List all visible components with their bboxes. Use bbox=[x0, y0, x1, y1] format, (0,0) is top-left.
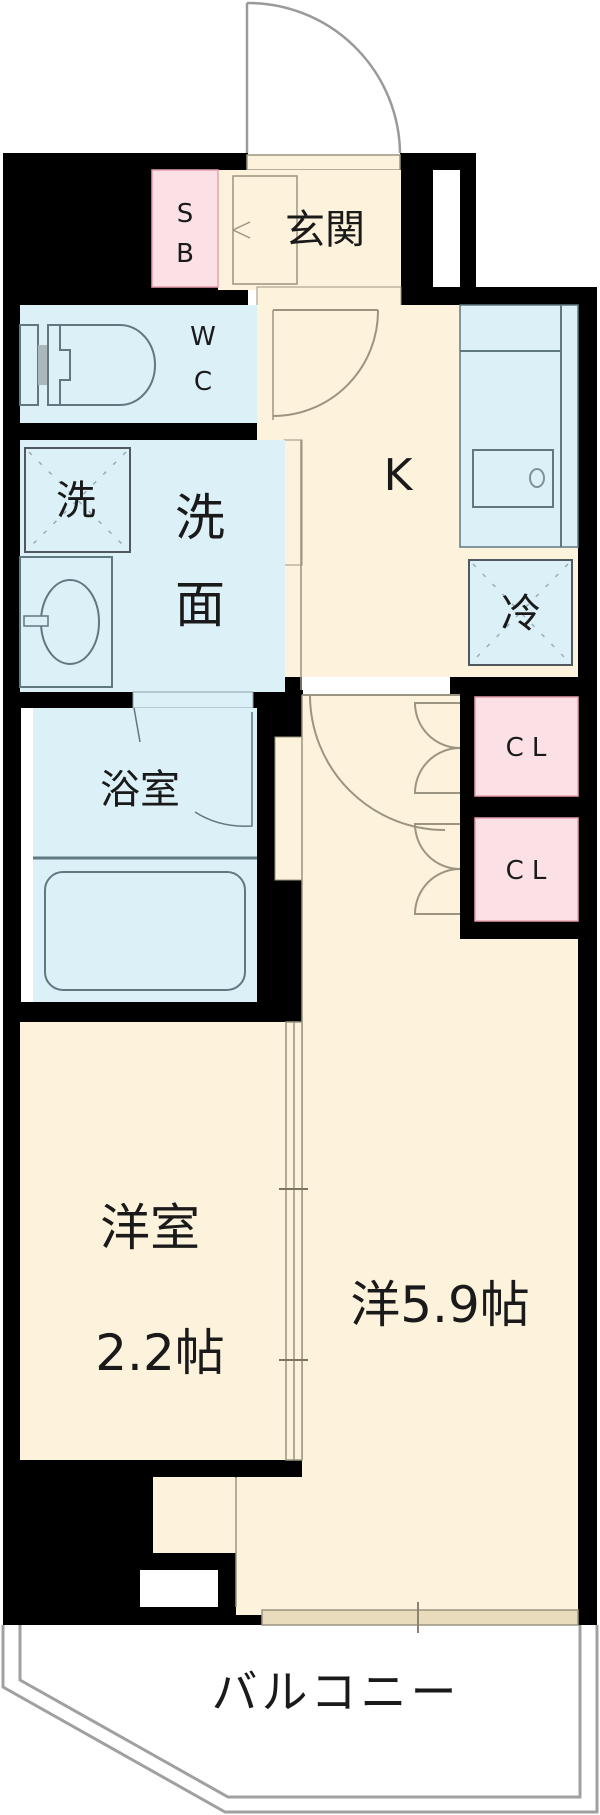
western-small-label-1: 洋室 bbox=[100, 1199, 200, 1257]
room-door-swing-icon bbox=[302, 694, 460, 831]
shoe-box-label-b: B bbox=[176, 239, 194, 269]
genkan-label: 玄関 bbox=[285, 207, 365, 253]
fridge-space: 冷 bbox=[468, 559, 573, 666]
western-small-label-2: 2.2帖 bbox=[95, 1324, 225, 1382]
outdoor-unit-slot bbox=[140, 1570, 218, 1607]
washroom-label-2: 面 bbox=[175, 576, 225, 634]
closet-2: CL bbox=[474, 817, 579, 922]
western-room-main: 洋5.9帖 bbox=[140, 694, 579, 1633]
balcony-label: バルコニー bbox=[211, 1665, 460, 1719]
washer-space: 洗 bbox=[24, 447, 131, 553]
closet-2-label: CL bbox=[506, 856, 555, 886]
toilet-icon bbox=[19, 324, 156, 406]
window-sill bbox=[261, 1609, 579, 1626]
sink-icon bbox=[472, 449, 554, 508]
bathroom-label: 浴室 bbox=[100, 767, 180, 813]
closet-1: CL bbox=[474, 696, 579, 797]
wc-door-swing-icon bbox=[272, 309, 380, 420]
fridge-label: 冷 bbox=[501, 591, 541, 637]
closet-door-icon bbox=[413, 702, 461, 915]
western-room-small: 洋室 2.2帖 bbox=[20, 1021, 308, 1461]
balcony: バルコニー bbox=[1, 1625, 599, 1814]
shoe-box: S B bbox=[151, 169, 219, 288]
western-main-label: 洋5.9帖 bbox=[350, 1276, 530, 1334]
wc-label-c: C bbox=[194, 367, 212, 397]
washbasin-icon bbox=[19, 556, 113, 688]
pipe-shaft bbox=[433, 170, 460, 287]
closet-1-label: CL bbox=[506, 733, 555, 763]
kitchen-counter bbox=[459, 304, 579, 548]
washroom: 洗 洗 面 bbox=[19, 440, 285, 692]
genkan-room: 玄関 bbox=[218, 154, 401, 290]
drain-icon bbox=[529, 468, 545, 488]
entrance-door-swing-icon bbox=[245, 1, 402, 154]
shoe-box-label-s: S bbox=[177, 199, 194, 229]
bath-door-threshold bbox=[132, 691, 254, 709]
bathtub-icon bbox=[44, 871, 246, 991]
wc-room: W C bbox=[19, 305, 257, 423]
bathroom: 浴室 bbox=[33, 707, 257, 1002]
kitchen-label: K bbox=[384, 450, 414, 501]
wc-label-w: W bbox=[190, 322, 216, 352]
washer-label: 洗 bbox=[56, 478, 96, 524]
washroom-label-1: 洗 bbox=[175, 489, 225, 547]
